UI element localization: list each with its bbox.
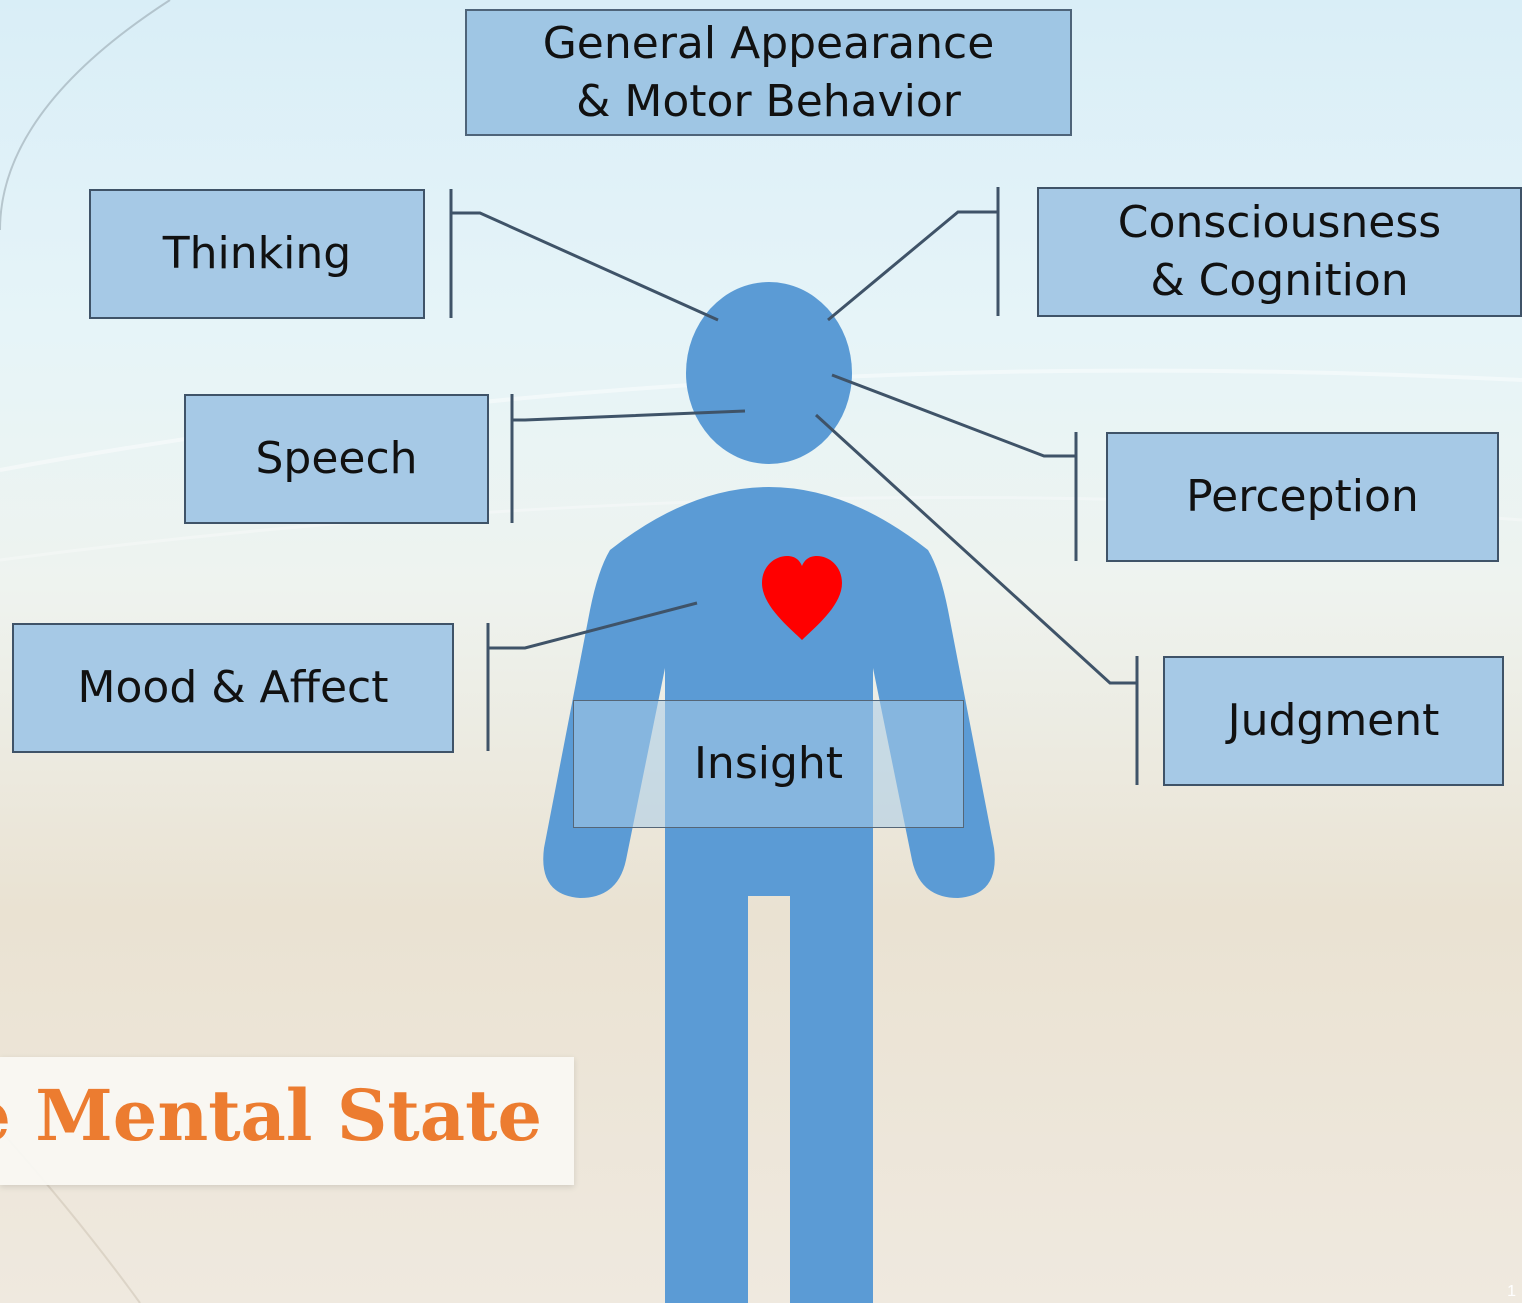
slide-title: The Mental State	[0, 1074, 542, 1157]
box-general-appearance: General Appearance & Motor Behavior	[465, 9, 1072, 136]
heart-icon	[762, 556, 842, 640]
box-perception-label: Perception	[1186, 471, 1419, 522]
box-judgment: Judgment	[1163, 656, 1504, 786]
box-insight: Insight	[573, 700, 964, 828]
box-speech-label: Speech	[255, 433, 418, 484]
box-mood-affect: Mood & Affect	[12, 623, 454, 753]
box-speech: Speech	[184, 394, 489, 524]
slide-number: 1	[1507, 1283, 1516, 1300]
box-consciousness-label: Consciousness & Cognition	[1117, 197, 1442, 306]
box-general-appearance-label: General Appearance & Motor Behavior	[542, 17, 995, 127]
box-consciousness: Consciousness & Cognition	[1037, 187, 1522, 317]
box-mood-affect-label: Mood & Affect	[77, 662, 389, 713]
box-perception: Perception	[1106, 432, 1499, 562]
connector-lines	[449, 187, 1139, 785]
person-figure-icon	[543, 282, 995, 1303]
box-judgment-label: Judgment	[1227, 695, 1440, 746]
box-insight-label: Insight	[693, 738, 844, 789]
box-thinking-label: Thinking	[162, 228, 352, 279]
box-thinking: Thinking	[89, 189, 425, 319]
title-panel: The Mental State	[0, 1057, 574, 1185]
